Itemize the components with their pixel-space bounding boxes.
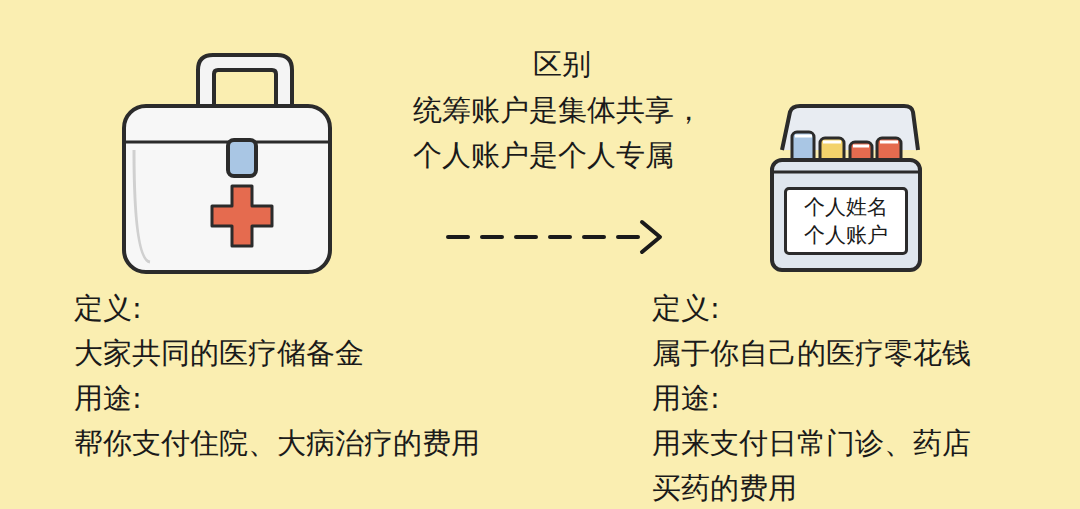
- definition-text: 属于你自己的医疗零花钱: [652, 331, 971, 376]
- heading-label: 定义:: [74, 286, 142, 331]
- usage-text: 用来支付日常门诊、药店 买药的费用: [652, 421, 1062, 509]
- medical-kit: [124, 55, 330, 272]
- personal-kit: [772, 106, 920, 270]
- subtitle: 统筹账户是集体共享， 个人账户是个人专属: [413, 88, 748, 178]
- heading-label: 用途:: [652, 376, 720, 421]
- usage-text: 帮你支付住院、大病治疗的费用: [74, 421, 480, 466]
- definition-text: 大家共同的医疗储备金: [74, 331, 364, 376]
- dashed-arrow: [448, 222, 660, 252]
- label-text: 个人姓名 个人账户: [791, 193, 901, 249]
- title: 区别: [533, 42, 591, 87]
- name-label-box: 个人姓名 个人账户: [784, 187, 908, 255]
- heading-label: 用途:: [74, 376, 142, 421]
- heading-label: 定义:: [652, 286, 720, 331]
